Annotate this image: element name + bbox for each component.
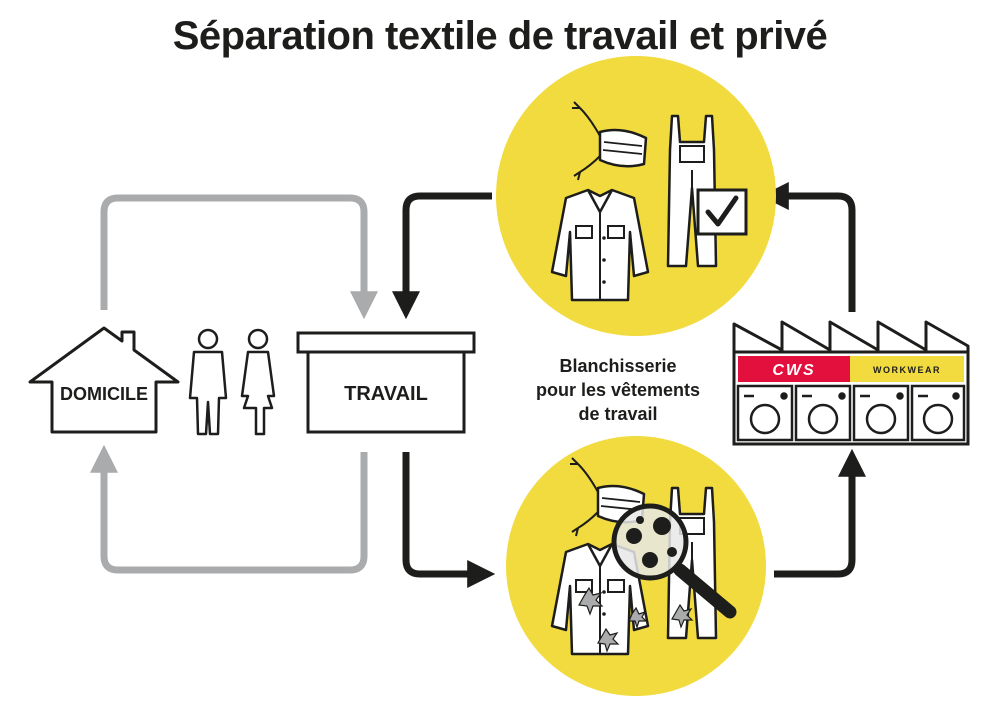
brand-banner-red	[738, 356, 850, 382]
laundry-caption-line-3: de travail	[578, 404, 657, 424]
work-box	[306, 350, 466, 434]
house-icon	[28, 326, 180, 434]
gray-arrow-work-to-home	[90, 444, 368, 574]
page-title: Séparation textile de travail et privé	[172, 14, 828, 58]
work-box-lid	[296, 331, 476, 354]
brand-banner-yellow	[850, 356, 964, 382]
brand-logo: CWS	[772, 362, 815, 379]
checkbox-checked-icon	[696, 188, 748, 236]
magnifier-icon	[611, 503, 737, 619]
work-label: TRAVAIL	[344, 383, 428, 405]
washing-machines	[736, 384, 966, 442]
laundry-factory-icon: CWS WORKWEAR	[732, 320, 970, 446]
contaminated-workwear-icon	[506, 436, 766, 696]
laundry-caption-line-1: Blanchisserie	[559, 356, 676, 376]
dark-arrow-dirty-to-laundry	[774, 448, 866, 578]
laundry-caption-line-2: pour les vêtements	[536, 380, 700, 400]
home-node: DOMICILE	[28, 326, 180, 434]
dark-arrow-laundry-to-clean	[760, 182, 856, 312]
laundry-caption: Blanchisserie pour les vêtements de trav…	[536, 356, 700, 424]
work-node: TRAVAIL	[296, 331, 476, 434]
dark-arrow-clean-to-work	[392, 192, 492, 320]
gray-arrow-home-to-work	[100, 194, 378, 320]
home-label: DOMICILE	[60, 384, 148, 404]
clean-workwear-icon	[496, 56, 776, 336]
brand-tag: WORKWEAR	[873, 365, 941, 375]
couple-icon	[188, 328, 276, 436]
dark-arrow-work-to-dirty	[402, 452, 496, 588]
